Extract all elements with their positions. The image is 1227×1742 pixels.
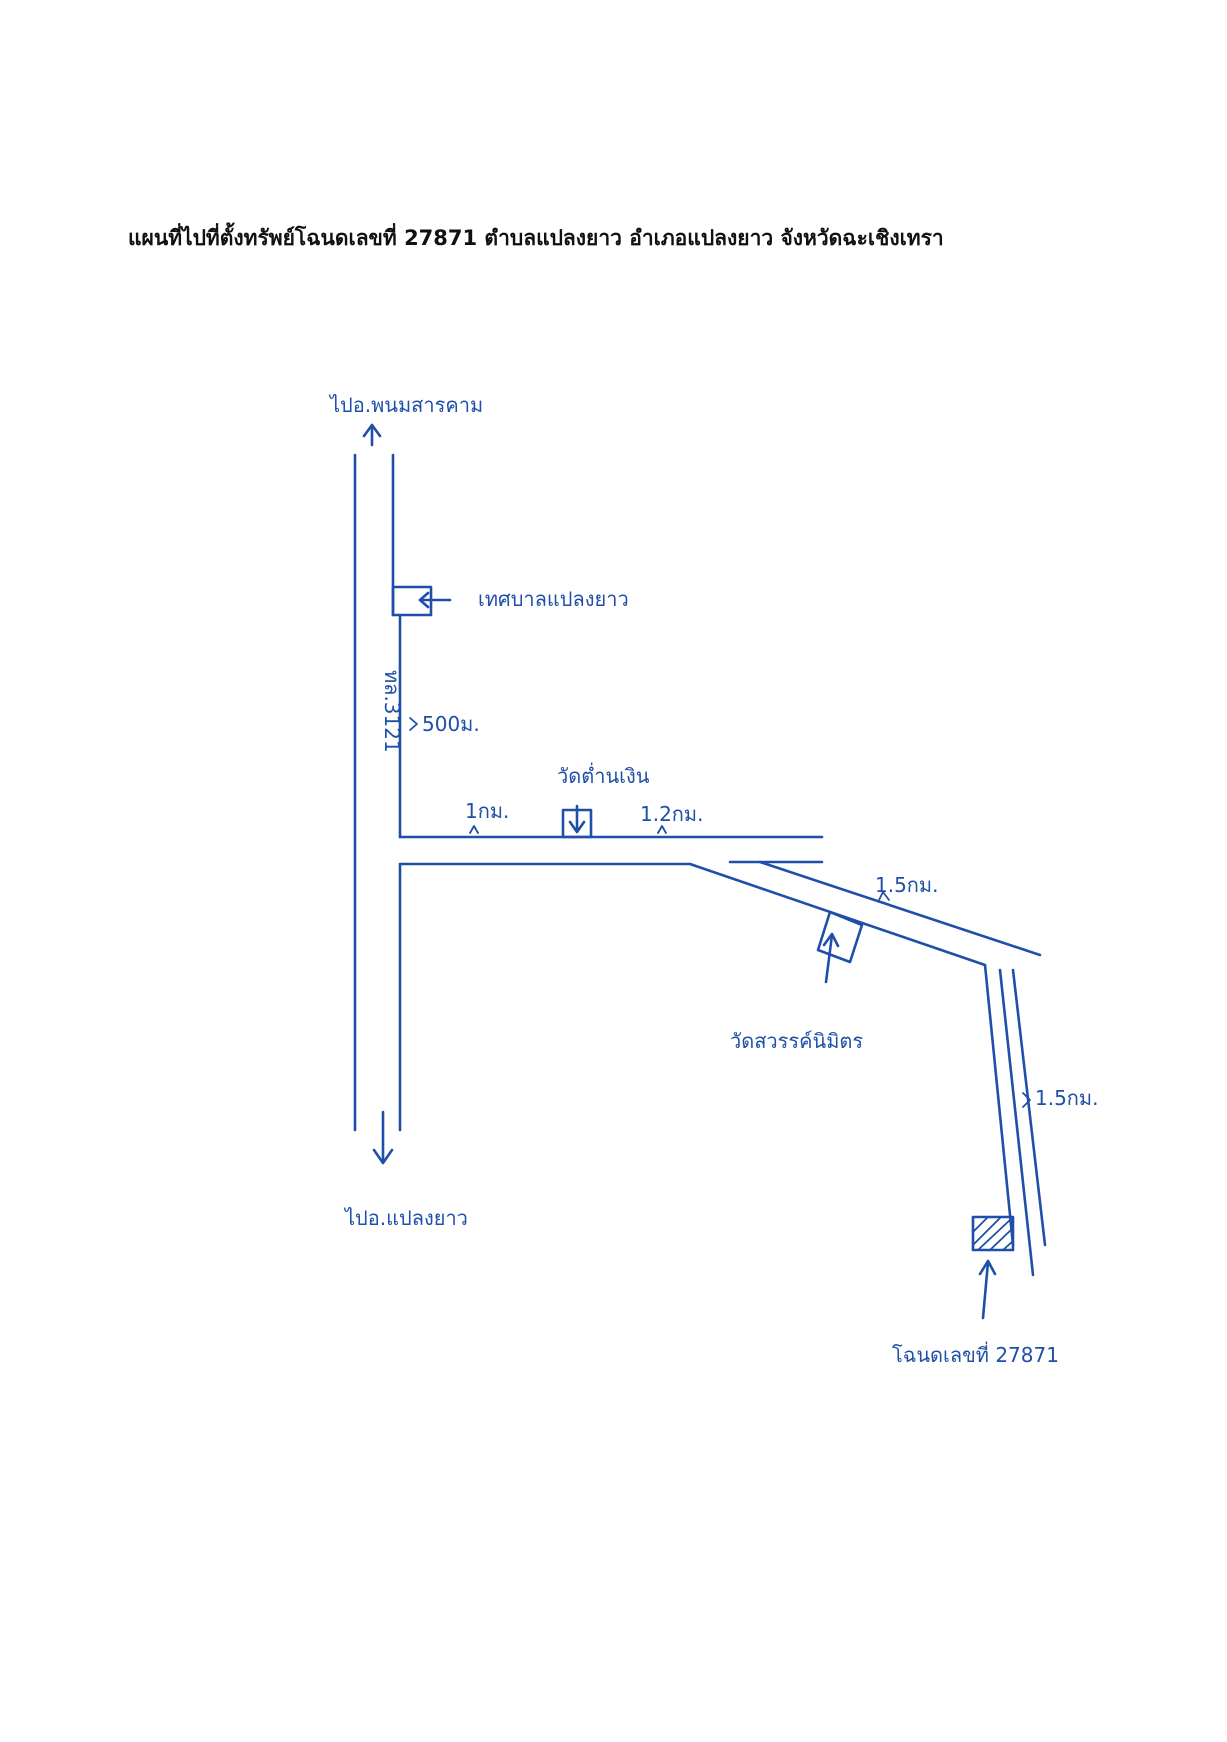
temple-2-label: วัดสวรรค์นิมิตร [730, 1029, 863, 1053]
final-road [983, 963, 1047, 1277]
highway-3121 [353, 453, 402, 1132]
municipality-label: เทศบาลแปลงยาว [478, 587, 629, 611]
temple-1-label: วัดต่ำนเงิน [557, 762, 650, 788]
dist-500m-bracket-icon [409, 717, 418, 731]
dist-1-2km-label: 1.2กม. [640, 802, 703, 826]
south-arrow-icon [372, 1110, 394, 1165]
dist-tick-icons [469, 825, 667, 834]
road-name-label: ทล.3121 [380, 670, 404, 753]
deed-label: โฉนดเลขที่ 27871 [892, 1341, 1059, 1367]
side-road [398, 835, 824, 866]
to-north-label: ไปอ.พนมสารคาม [328, 393, 483, 417]
municipality-marker [391, 585, 452, 617]
dist-1-5km-b-label: 1.5กม. [1035, 1086, 1098, 1110]
dist-1km-label: 1กม. [465, 799, 509, 823]
north-arrow-icon [362, 423, 382, 447]
diagonal-road [688, 860, 1042, 967]
temple-2-marker [816, 910, 864, 984]
dist-1-5km-a-label: 1.5กม. [875, 873, 938, 897]
deed-plot-marker [971, 1215, 1015, 1320]
to-south-label: ไปอ.แปลงยาว [343, 1206, 468, 1230]
temple-1-marker [561, 804, 593, 839]
page-title: แผนที่ไปที่ตั้งทรัพย์โฉนดเลขที่ 27871 ตำ… [128, 226, 944, 250]
dist-500m-label: 500ม. [422, 712, 480, 736]
